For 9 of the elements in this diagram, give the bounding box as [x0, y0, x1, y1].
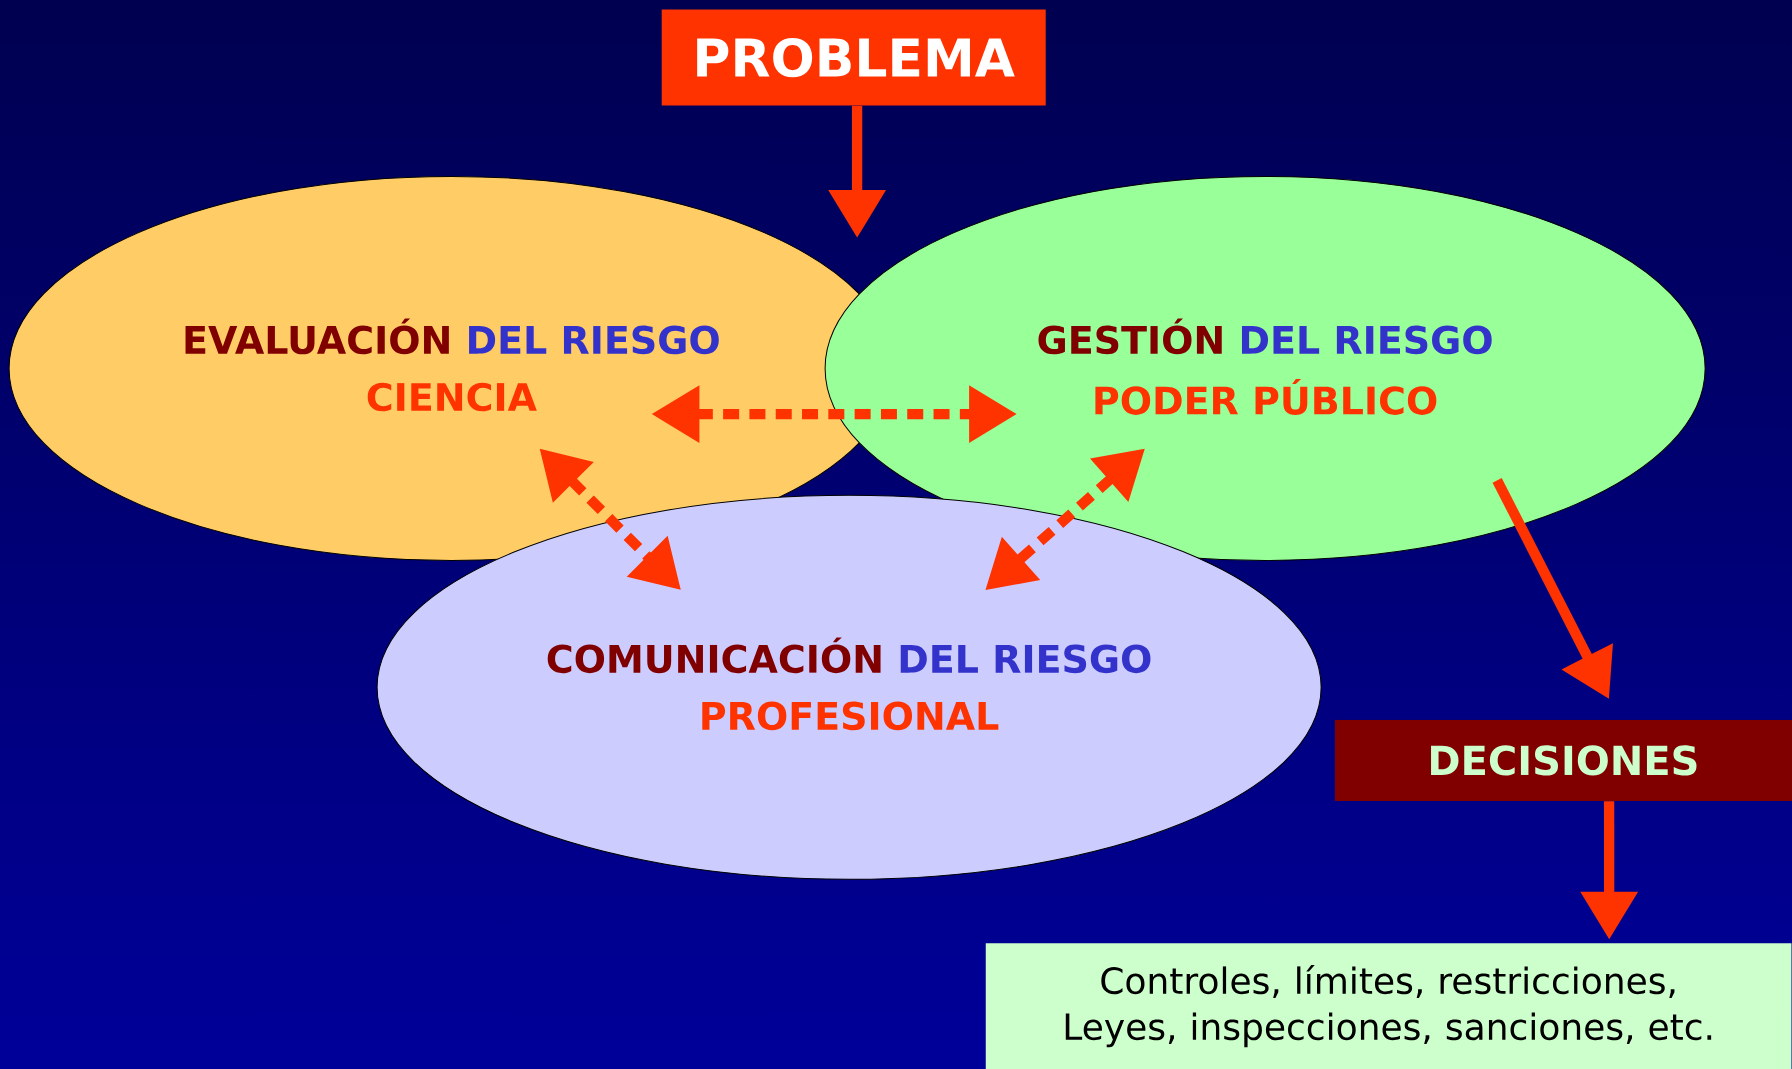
ellipse-title: EVALUACIÓN DEL RIESGO [185, 318, 719, 355]
decision-box: DECISIONES [1334, 719, 1792, 801]
ellipse-title: GESTIÓN DEL RIESGO [1038, 318, 1492, 355]
result-box: Controles, límites, restricciones, Leyes, inspecciones, sanciones, etc. [985, 943, 1792, 1069]
ellipse-subtitle: CIENCIA [367, 382, 537, 412]
ellipse-subtitle: PODER PÚBLICO [1095, 379, 1437, 415]
problem-box: PROBLEMA [661, 9, 1046, 106]
ellipse-subtitle: PROFESIONAL [702, 701, 999, 731]
ellipse-title: COMUNICACIÓN DEL RIESGO [547, 637, 1151, 674]
